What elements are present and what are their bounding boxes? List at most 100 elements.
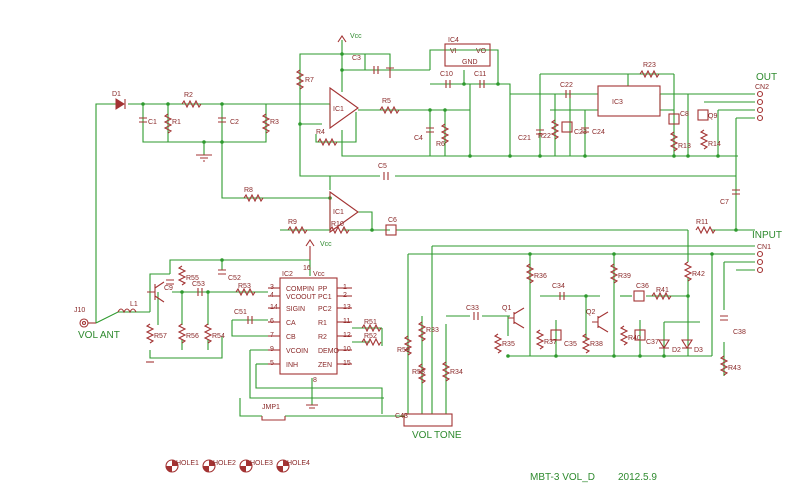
title-date: 2012.5.9 — [618, 472, 657, 483]
capacitor-c33: C33 — [466, 305, 479, 320]
ic1a-label: IC1 — [333, 106, 344, 113]
capacitor-c2: C2 — [218, 117, 239, 126]
r33-label: R33 — [426, 327, 439, 334]
c7-label: C7 — [720, 199, 729, 206]
ic2-pin-compin: COMPIN — [286, 286, 314, 293]
r43-label: R43 — [728, 365, 741, 372]
resistor-r34: R34 — [441, 361, 463, 382]
hole-label: HOLE1 — [176, 460, 199, 467]
connector-j10: J10 VOL ANT — [74, 307, 120, 341]
resistor-r11: R11 — [695, 219, 716, 235]
r51-label: R51 — [364, 319, 377, 326]
hole-label: HOLE2 — [213, 460, 236, 467]
ic4-label: IC4 — [448, 37, 459, 44]
c24-label: C24 — [592, 129, 605, 136]
r39-label: R39 — [618, 273, 631, 280]
r23-label: R23 — [643, 62, 656, 69]
resistor-r36: R36 — [525, 263, 547, 284]
resistor-r22: R22 — [538, 119, 560, 140]
c34-label: C34 — [552, 283, 565, 290]
q9-label: Q9 — [708, 113, 717, 120]
hole-4: HOLE4 — [276, 459, 310, 473]
resistor-r2: R2 — [181, 92, 202, 109]
r56-label: R56 — [186, 333, 199, 340]
resistor-r53: R53 — [235, 283, 256, 297]
resistor-r9: R9 — [287, 219, 308, 235]
c43-label: C43 — [395, 413, 408, 420]
title-name: MBT-3 VOL_D — [530, 472, 595, 483]
ground-symbols — [146, 67, 394, 409]
vcc-arrow-top: Vcc — [337, 33, 362, 43]
resistor-r1: R1 — [163, 113, 181, 134]
r42-label: R42 — [692, 271, 705, 278]
r1-label: R1 — [172, 119, 181, 126]
ic2-pin-cb: CB — [286, 334, 296, 341]
connector-cn2: CN2 OUT — [755, 72, 777, 122]
ic2-gnd-pin: 8 — [313, 377, 317, 384]
ic4-vi: VI — [450, 48, 457, 55]
r57-label: R57 — [154, 333, 167, 340]
r22-label: R22 — [538, 133, 551, 140]
ic4-regulator: IC4 VI VO GND — [444, 37, 491, 67]
capacitor-c8: C8 — [668, 111, 689, 125]
ic2-pin-ca: CA — [286, 320, 296, 327]
r59-label: R59 — [397, 347, 410, 354]
r11-label: R11 — [696, 219, 708, 226]
resistor-r41: R41 — [651, 287, 672, 301]
r54-label: R54 — [212, 333, 225, 340]
transistor-q1: Q1 — [502, 305, 525, 329]
ic2-vcc-label: Vcc — [313, 271, 325, 278]
c11-label: C11 — [474, 71, 486, 78]
jmp1-label: JMP1 — [262, 404, 280, 411]
ic2-pin-pc1: PC1 — [318, 294, 332, 301]
r36-label: R36 — [534, 273, 547, 280]
resistor-r13: R13 — [669, 131, 691, 152]
connector-cn1: CN1 INPUT — [752, 230, 782, 274]
r58-label: R58 — [412, 369, 425, 376]
vol-net-label: VOL — [412, 430, 432, 441]
resistor-r14: R14 — [699, 129, 721, 150]
q2-label: Q2 — [586, 309, 595, 316]
diode-d2: D2 — [658, 339, 681, 354]
hole-1: HOLE1 — [165, 459, 199, 473]
resistor-r6: R6 — [436, 123, 450, 148]
ic2-pin-r1: R1 — [318, 320, 327, 327]
diode-d3: D3 — [681, 339, 703, 354]
resistor-r35: R35 — [493, 333, 515, 354]
capacitor-c22: C22 — [560, 82, 573, 98]
ic2-pin-r2: R2 — [318, 334, 327, 341]
resistor-r3: R3 — [261, 113, 279, 134]
resistor-r39: R39 — [609, 263, 631, 284]
resistor-r55: R55 — [177, 265, 199, 286]
vcc-mid-label: Vcc — [320, 241, 332, 248]
d3-label: D3 — [694, 347, 703, 354]
resistor-r8: R8 — [243, 187, 264, 203]
resistor-r10: R10 — [329, 221, 350, 235]
r2-label: R2 — [184, 92, 193, 99]
capacitor-c43: C43 — [395, 413, 453, 427]
r55-label: R55 — [186, 275, 199, 282]
capacitor-c24: C24 — [581, 127, 605, 136]
capacitor-c23: C23 — [561, 121, 587, 136]
capacitor-c51: C51 — [234, 309, 253, 324]
r35-label: R35 — [502, 341, 515, 348]
hole-2: HOLE2 — [202, 459, 236, 473]
ic2-pin-zen: ZEN — [318, 362, 332, 369]
ic1b-label: IC1 — [333, 209, 344, 216]
capacitor-c11: C11 — [474, 71, 486, 88]
resistor-r51: R51 — [361, 319, 382, 333]
resistor-r23: R23 — [639, 62, 660, 79]
c6-label: C6 — [388, 217, 397, 224]
c9-label: C9 — [164, 285, 173, 292]
hole-label: HOLE4 — [287, 460, 310, 467]
capacitors: C1 C2 C3 C10 C11 C4 C22 C21 — [139, 55, 746, 348]
junction-dots — [141, 52, 738, 358]
j10-label: J10 — [74, 307, 85, 314]
r14-label: R14 — [708, 141, 721, 148]
resistor-r58: R58 — [412, 363, 427, 384]
r8-label: R8 — [244, 187, 253, 194]
r41-label: R41 — [656, 287, 669, 294]
r13-label: R13 — [678, 143, 691, 150]
r10-label: R10 — [331, 221, 344, 228]
